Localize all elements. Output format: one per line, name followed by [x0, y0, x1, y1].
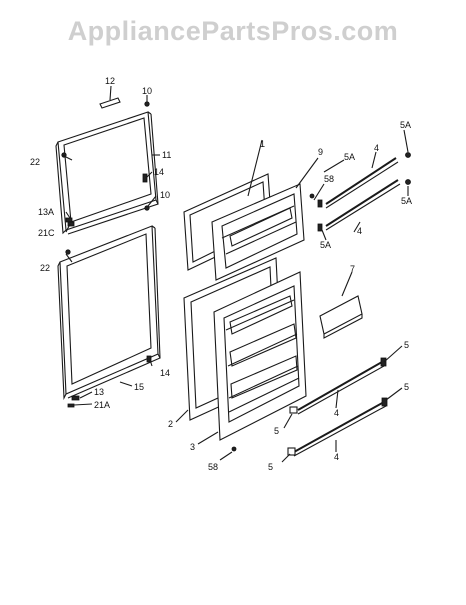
callout-11: 11 [162, 150, 171, 160]
rail-end-5-c [380, 357, 387, 367]
callout-14a: 14 [154, 167, 164, 177]
rail-end-5-b [287, 447, 296, 456]
rail-cap-5A-c [405, 152, 411, 158]
upper-shelf-rail-b [325, 179, 401, 231]
callout-2: 2 [168, 419, 173, 429]
callout-12: 12 [105, 76, 115, 86]
callout-5A-a: 5A [344, 152, 355, 162]
upper-shelf-rail-a [325, 157, 399, 209]
callout-14b: 14 [160, 368, 170, 378]
freezer-door [55, 111, 159, 235]
rail-end-5-a [289, 406, 298, 414]
callout-21A: 21A [94, 400, 110, 410]
callout-10a: 10 [142, 86, 152, 96]
screw-58a [309, 193, 315, 199]
callout-5d: 5 [268, 462, 273, 472]
rail-end-5A-a [317, 199, 323, 208]
callout-22a: 22 [30, 157, 40, 167]
bracket-21C [67, 221, 75, 227]
bracket-21A [67, 403, 75, 408]
rail-end-5A-b [317, 223, 323, 232]
screw-22b [65, 249, 71, 255]
rail-cap-5A-d [405, 179, 411, 185]
callout-5A-b: 5A [400, 120, 411, 130]
callout-4d: 4 [334, 452, 339, 462]
callout-58b: 58 [208, 462, 218, 472]
lower-shelf-rail-a [297, 361, 385, 415]
freezer-door-liner [211, 183, 305, 281]
callout-4a: 4 [374, 143, 379, 153]
fresh-food-door [57, 225, 161, 401]
callout-5a: 5 [404, 340, 409, 350]
screw-10b [144, 205, 150, 211]
callout-15: 15 [134, 382, 144, 392]
callout-4c: 4 [334, 408, 339, 418]
door-handle-trim-12 [99, 97, 121, 109]
callout-21C: 21C [38, 228, 55, 238]
bracket-13A [65, 217, 73, 223]
hinge-part-14a [142, 173, 148, 183]
callout-5A-c: 5A [401, 196, 412, 206]
callout-5A-d: 5A [320, 240, 331, 250]
callout-5b: 5 [404, 382, 409, 392]
callout-9: 9 [318, 147, 323, 157]
watermark-logo: AppliancePartsPros.com [67, 16, 399, 46]
leader-lines [61, 85, 409, 463]
callout-7: 7 [350, 264, 355, 274]
screw-58b [231, 446, 237, 452]
fresh-food-door-liner [213, 271, 307, 441]
lower-shelf-rail-b [293, 401, 387, 457]
callout-labels: 12 10 22 11 14 13A 21C 10 22 14 15 13 21… [30, 76, 412, 472]
callout-5c: 5 [274, 426, 279, 436]
callout-1: 1 [260, 139, 265, 149]
callout-10b: 10 [160, 190, 170, 200]
dairy-door [319, 295, 363, 339]
callout-22b: 22 [40, 263, 50, 273]
callout-4b: 4 [357, 226, 362, 236]
callout-13A: 13A [38, 207, 54, 217]
callout-13: 13 [94, 387, 104, 397]
callout-58a: 58 [324, 174, 334, 184]
screw-10a [144, 101, 150, 107]
hinge-part-14b [146, 355, 152, 363]
callout-3: 3 [190, 442, 195, 452]
bracket-13 [71, 395, 80, 401]
rail-end-5-d [381, 397, 388, 407]
